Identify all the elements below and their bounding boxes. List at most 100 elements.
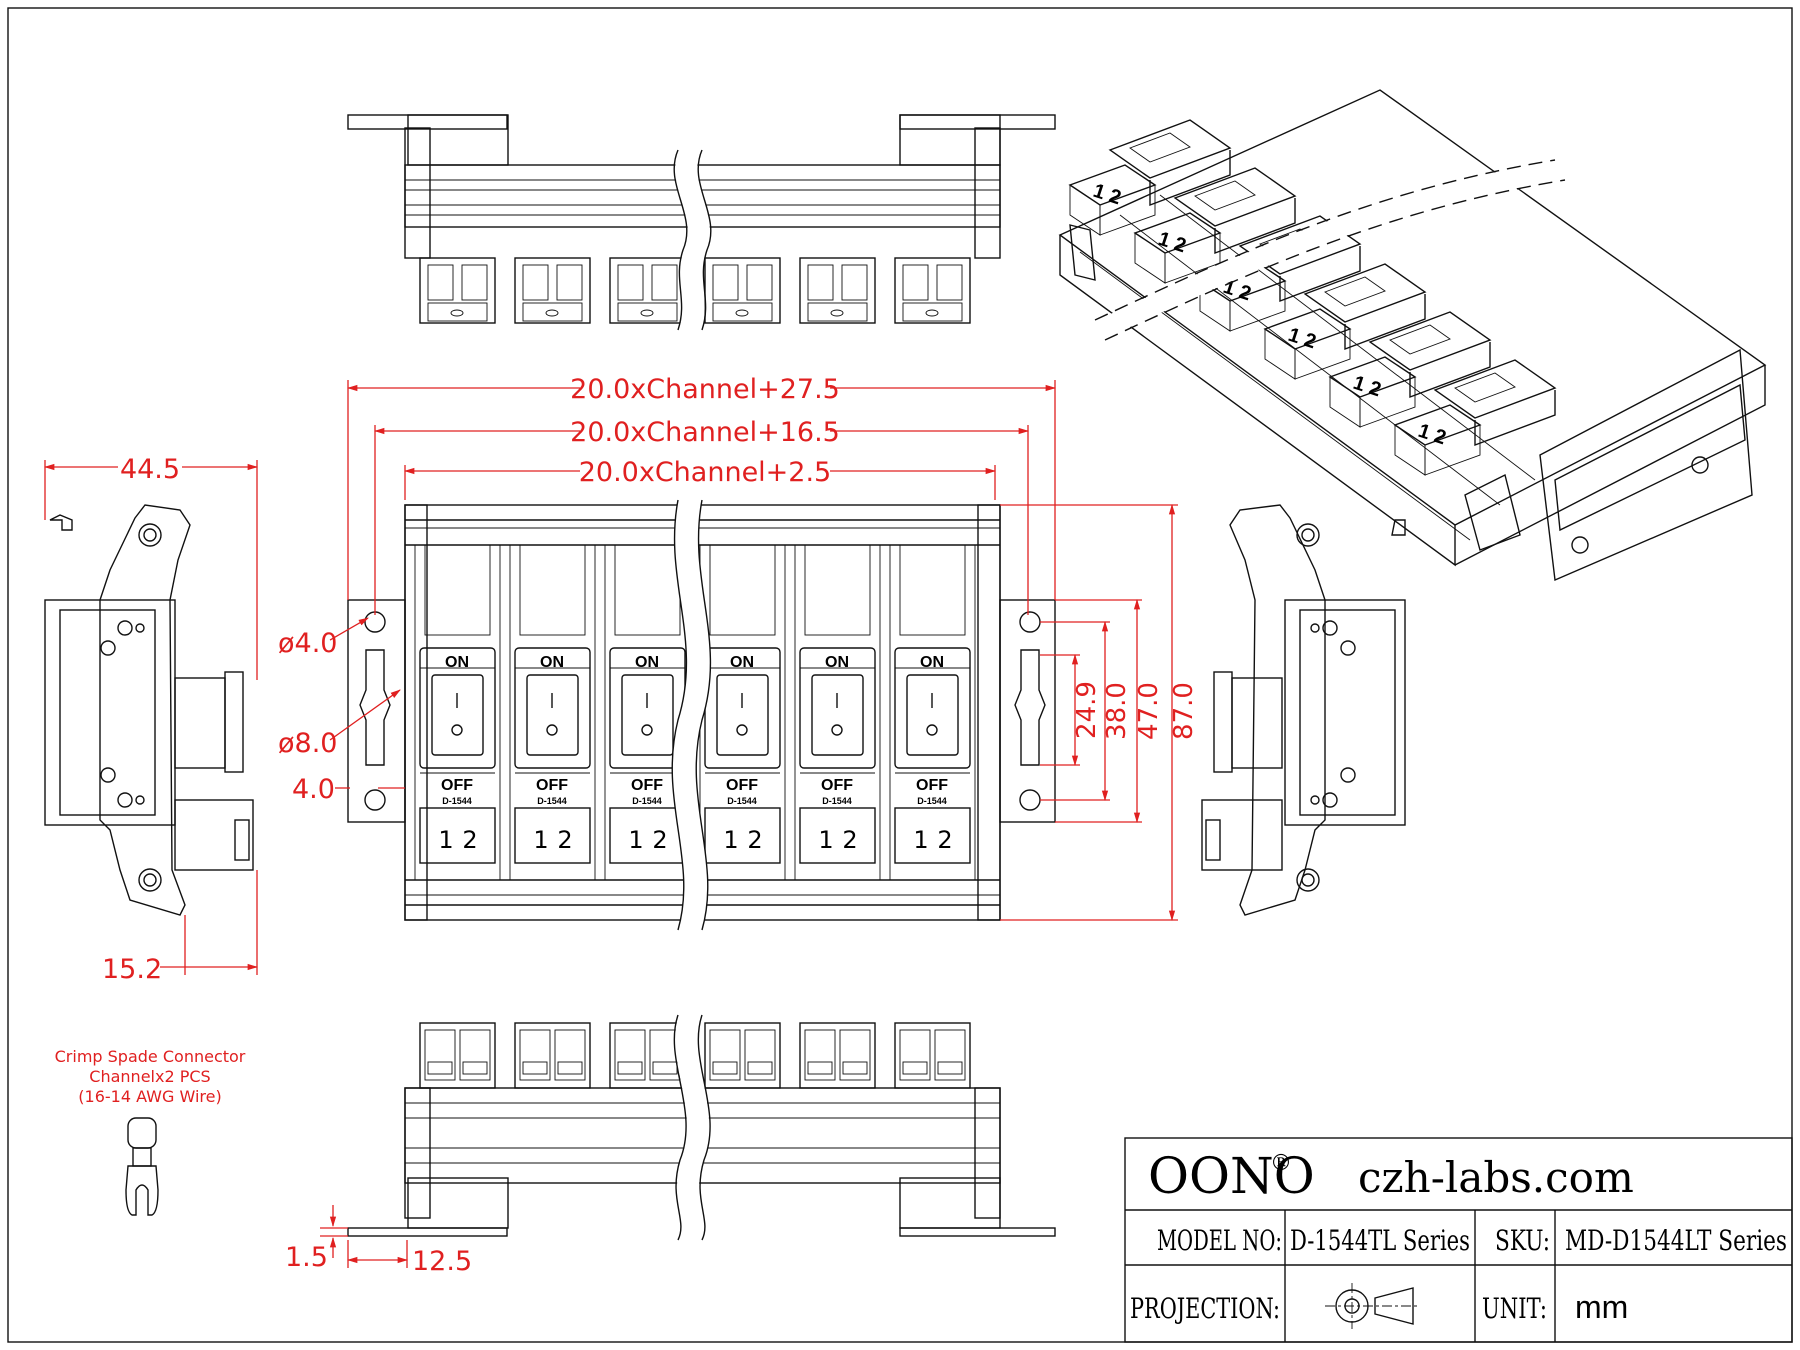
terminal-1-label: 1 (628, 826, 643, 854)
bottom-terminal (609, 1022, 686, 1089)
iso-rocker-switch (1368, 311, 1492, 371)
iso-channel-module: 1 2 (1263, 263, 1427, 380)
bottom-terminal (704, 1022, 781, 1089)
dim-slot: 24.9 (1072, 681, 1102, 739)
switch-on-label: ON (445, 654, 469, 671)
switch-on-label: ON (730, 654, 754, 671)
website: czh-labs.com (1358, 1153, 1634, 1202)
switch-off-label: OFF (536, 777, 568, 794)
connector-note-line1: Crimp Spade Connector (55, 1047, 246, 1066)
off-symbol-icon (641, 724, 653, 736)
spade-connector-icon (125, 1117, 159, 1216)
bottom-terminal (514, 1022, 591, 1089)
model-label: MODEL NO: (1157, 1224, 1282, 1257)
terminal-1-label: 1 (913, 826, 928, 854)
top-terminal (514, 257, 591, 324)
top-terminal (704, 257, 781, 324)
off-symbol-icon (831, 724, 843, 736)
switch-off-label: OFF (821, 777, 853, 794)
rocker-switch (514, 647, 591, 769)
dim-offset: 4.0 (292, 774, 335, 805)
crimp-connector-callout: Crimp Spade Connector Channelx2 PCS (16-… (55, 1047, 246, 1216)
iso-rocker-switch (1433, 359, 1557, 419)
switch-model-label: D-1544 (727, 796, 757, 806)
dim-hole-spacing: 38.0 (1102, 682, 1132, 740)
switch-model-label: D-1544 (917, 796, 947, 806)
bottom-terminal (799, 1022, 876, 1089)
switch-on-label: ON (635, 654, 659, 671)
switch-off-label: OFF (726, 777, 758, 794)
terminal-1-label: 1 (818, 826, 833, 854)
off-symbol-icon (546, 724, 558, 736)
iso-channel-module: 1 2 (1068, 119, 1232, 236)
drawing-border (7, 7, 1793, 1343)
dim-inner: 20.0xChannel+2.5 (579, 457, 832, 488)
terminal-block (419, 807, 496, 864)
dim-total-height: 87.0 (1169, 682, 1199, 740)
rocker-switch (894, 647, 971, 769)
dimension-annotations: 20.0xChannel+27.5 20.0xChannel+16.5 20.0… (43, 370, 1199, 1277)
top-terminal (419, 257, 496, 324)
brand-name: OONO (1148, 1147, 1315, 1205)
terminal-2-label: 2 (557, 826, 572, 854)
top-view (347, 114, 1056, 334)
switch-off-label: OFF (441, 777, 473, 794)
iso-terminal-label: 1 2 (1090, 180, 1123, 210)
dim-bracket-height: 47.0 (1134, 682, 1164, 740)
switch-model-label: D-1544 (442, 796, 472, 806)
iso-terminal-label: 1 2 (1350, 372, 1383, 402)
left-side-view (44, 504, 254, 916)
terminal-2-label: 2 (842, 826, 857, 854)
brand-registered-mark: ® (1270, 1151, 1292, 1176)
iso-channel-module: 1 2 (1393, 359, 1557, 476)
terminal-2-label: 2 (937, 826, 952, 854)
connector-note-line2: Channelx2 PCS (89, 1067, 210, 1086)
bottom-terminal (894, 1022, 971, 1089)
dim-hole-small: ø4.0 (278, 628, 337, 659)
title-block: OONO ® czh-labs.com MODEL NO: D-1544TL S… (1124, 1137, 1793, 1343)
terminal-1-label: 1 (723, 826, 738, 854)
rocker-switch (419, 647, 496, 769)
terminal-2-label: 2 (652, 826, 667, 854)
sku-value: MD-D1544LT Series (1565, 1224, 1787, 1257)
iso-rocker-switch (1173, 167, 1297, 227)
switch-off-label: OFF (916, 777, 948, 794)
iso-terminal-label: 1 2 (1155, 228, 1188, 258)
top-terminal (609, 257, 686, 324)
terminal-1-label: 1 (533, 826, 548, 854)
switch-model-label: D-1544 (822, 796, 852, 806)
iso-rocker-switch (1108, 119, 1232, 179)
off-symbol-icon (926, 724, 938, 736)
model-value: D-1544TL Series (1290, 1224, 1470, 1257)
iso-channel-module: 1 2 (1133, 167, 1297, 284)
dim-hole-large: ø8.0 (278, 728, 337, 759)
projection-label: PROJECTION: (1130, 1292, 1280, 1325)
iso-terminal-label: 1 2 (1285, 324, 1318, 354)
terminal-block (514, 807, 591, 864)
isometric-view: 1 21 21 21 21 21 2 (1058, 89, 1767, 582)
terminal-block (894, 807, 971, 864)
switch-on-label: ON (825, 654, 849, 671)
dim-depth: 44.5 (120, 454, 180, 485)
iso-channel-module: 1 2 (1328, 311, 1492, 428)
switch-model-label: D-1544 (632, 796, 662, 806)
dim-side-offset: 15.2 (102, 954, 162, 985)
iso-terminal-label: 1 2 (1415, 420, 1448, 450)
dim-middle: 20.0xChannel+16.5 (570, 417, 840, 448)
bottom-terminal (419, 1022, 496, 1089)
dim-flange: 12.5 (412, 1246, 472, 1277)
first-angle-projection-icon (1325, 1283, 1420, 1329)
dim-overall: 20.0xChannel+27.5 (570, 374, 840, 405)
unit-label: UNIT: (1482, 1292, 1547, 1325)
top-terminal (799, 257, 876, 324)
dim-thickness: 1.5 (285, 1242, 328, 1273)
terminal-block (609, 807, 686, 864)
